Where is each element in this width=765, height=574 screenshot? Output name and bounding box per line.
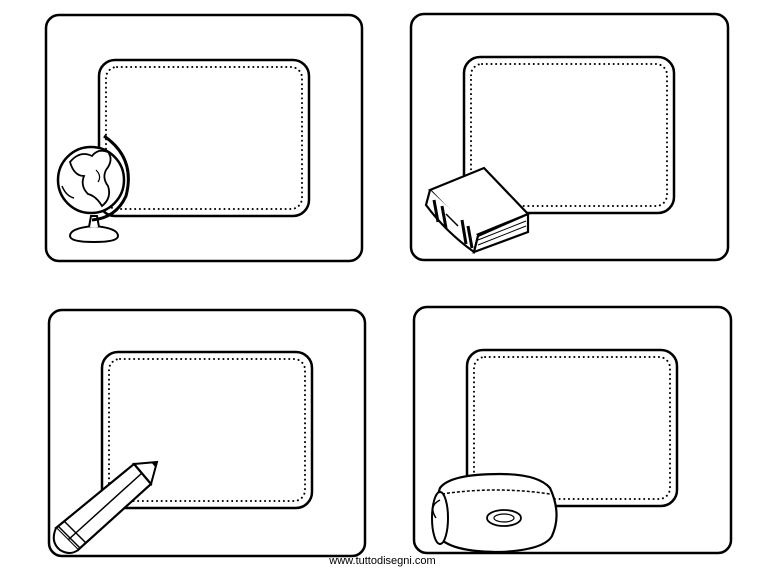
name-label-globe [44,13,364,263]
site-url: www.tuttodisegni.com [329,555,436,567]
name-label-pencil-case [412,305,733,555]
name-label-book [409,12,730,262]
pencil-case-icon [430,472,558,554]
name-label-pencil [47,308,367,558]
